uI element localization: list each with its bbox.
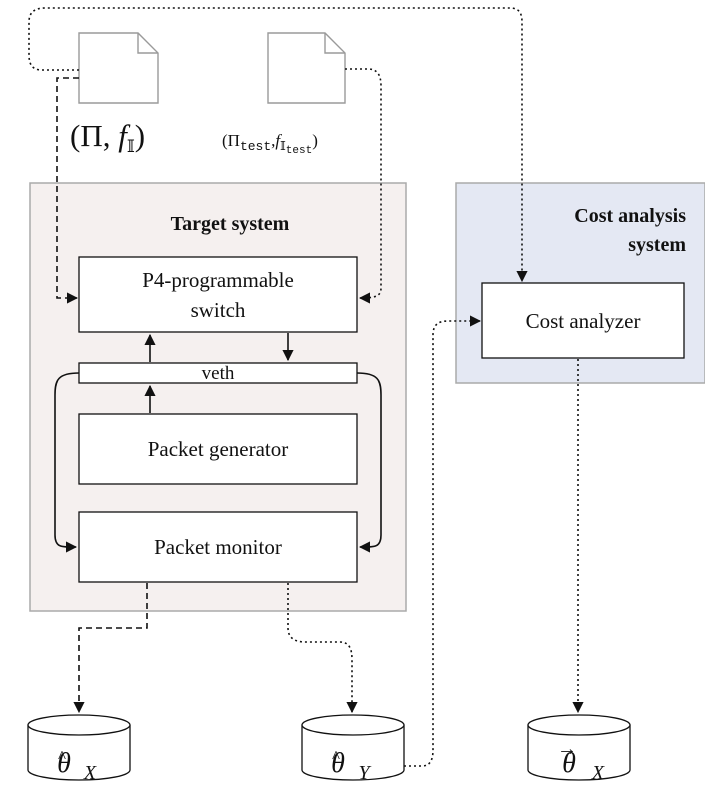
cost-analyzer-box: Cost analyzer [481,282,685,359]
theta-y-to-cost-analyzer-arrow [404,315,482,767]
theta-x-vec-symbol: θ [562,748,576,779]
theta-x-hat-subscript: X [83,762,97,784]
monitor-to-theta-y-arrow [287,583,358,714]
theta-x-hat-accent: ^ [58,747,66,766]
theta-x-hat-datastore: ^ θ X [27,714,131,784]
packet-monitor-label: Packet monitor [154,535,282,559]
target-system-title: Target system [171,213,290,235]
theta-y-hat-subscript: Y [358,762,371,784]
theta-x-vec-subscript: X [591,762,605,784]
monitor-to-theta-x-arrow [73,583,148,714]
theta-x-vec-accent: → [557,738,577,760]
theta-y-hat-accent: ^ [332,747,340,766]
cost-analysis-title-line2: system [628,234,686,256]
theta-y-hat-datastore: ^ θ Y [301,714,405,784]
cost-analysis-title-line1: Cost analysis [574,205,686,227]
theta-y-hat-symbol: θ [331,748,345,779]
veth-label: veth [202,363,235,384]
packet-generator-label: Packet generator [148,437,289,461]
program-to-switch-arrow [56,77,79,304]
p4-switch-box: P4-programmable switch [78,256,358,333]
switch-label-line1: P4-programmable [142,268,294,292]
internal-arrows [54,333,382,553]
test-document-icon [267,32,346,104]
veth-box: veth [78,362,358,384]
switch-label-line2: switch [191,298,246,322]
theta-x-hat-symbol: θ [57,748,71,779]
veth-right-loop-arrow [356,372,382,553]
program-input-label: (Π, f𝕀) [70,118,145,156]
test-input-label: (Πtest,f𝕀test) [222,131,318,157]
program-document-icon [78,32,159,104]
cost-analyzer-label: Cost analyzer [526,309,641,333]
packet-monitor-box: Packet monitor [78,511,358,583]
veth-left-loop-arrow [54,372,80,553]
packet-generator-box: Packet generator [78,413,358,485]
theta-x-vec-datastore: → θ X [527,714,631,784]
